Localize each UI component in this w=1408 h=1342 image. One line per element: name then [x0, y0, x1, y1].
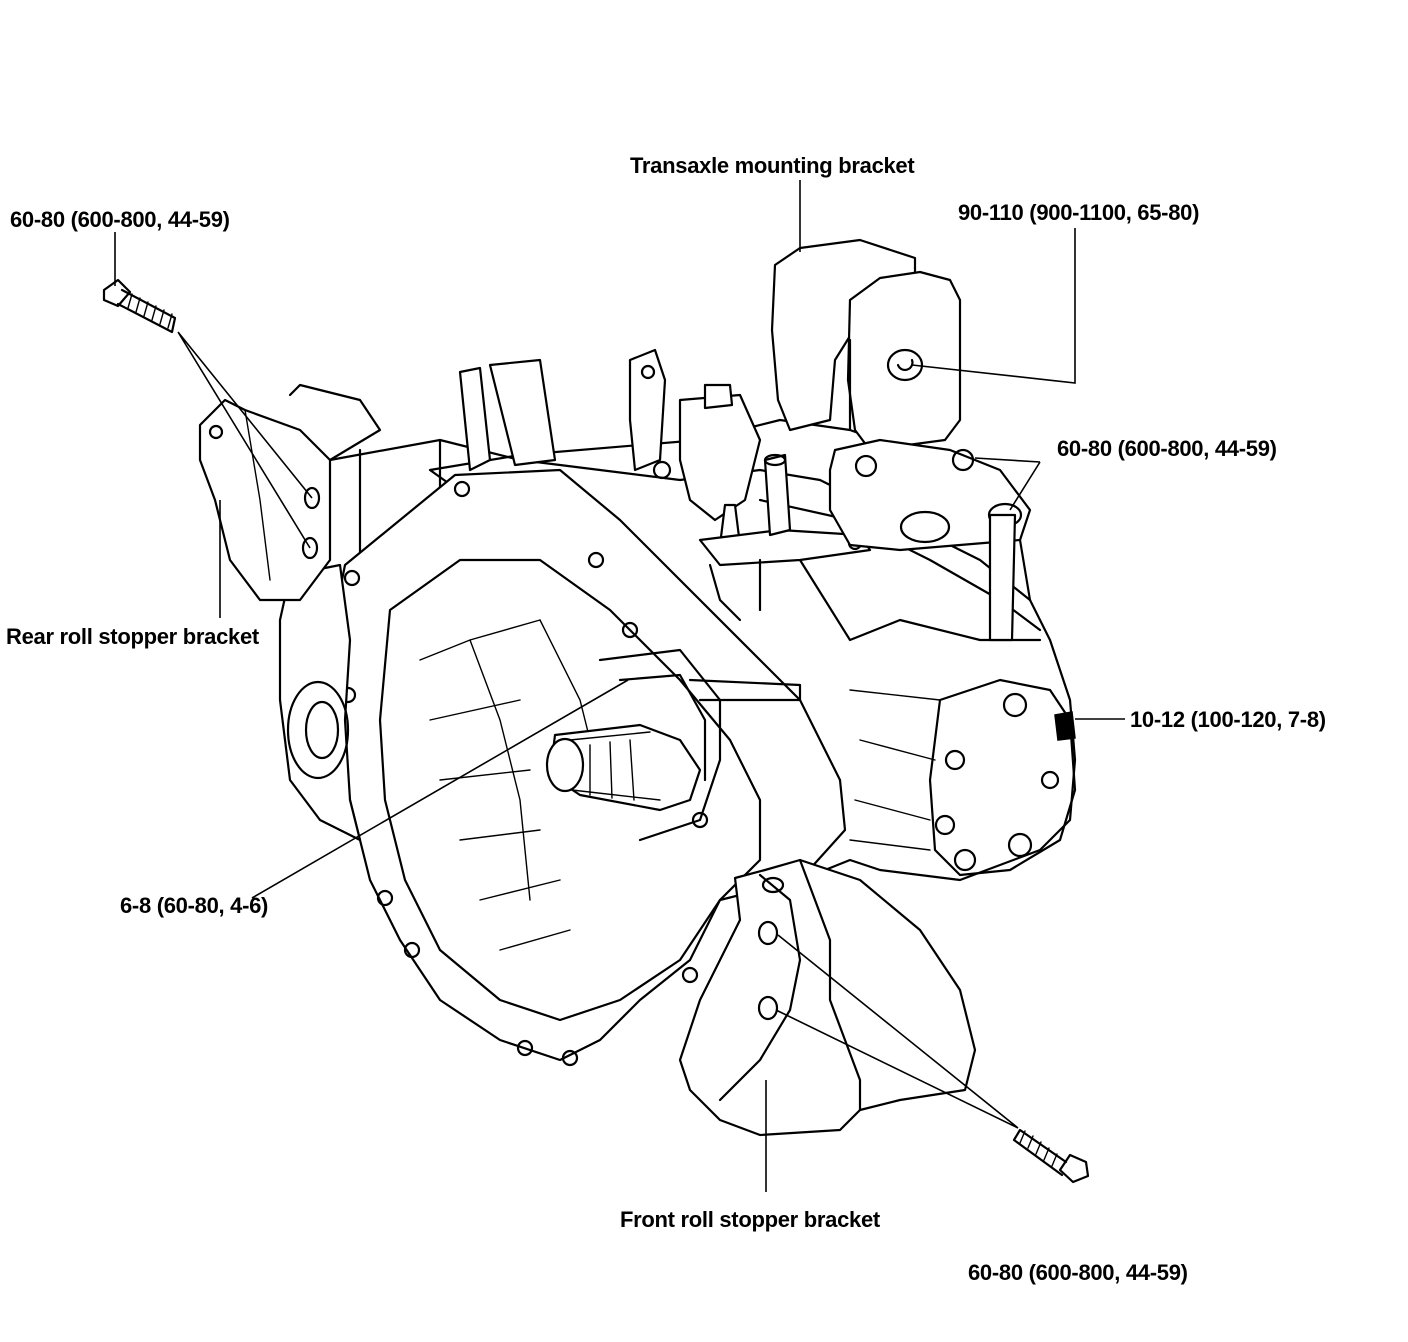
- shift-linkage: [458, 348, 872, 622]
- transaxle-assembly: [102, 238, 1090, 1184]
- label-torque-shaft-bolts: 6-8 (60-80, 4-6): [120, 893, 268, 918]
- rear-bracket-bolt: [102, 278, 177, 334]
- label-torque-front-bolt: 60-80 (600-800, 44-59): [968, 1260, 1188, 1285]
- label-rear-roll-stopper-bracket: Rear roll stopper bracket: [6, 624, 260, 649]
- transaxle-mounting-bracket: [770, 238, 1032, 642]
- callout-labels: Transaxle mounting bracket 90-110 (900-1…: [6, 153, 1326, 1285]
- label-torque-rear-bolt: 60-80 (600-800, 44-59): [10, 207, 230, 232]
- label-torque-mount-base-bolts: 60-80 (600-800, 44-59): [1057, 436, 1277, 461]
- label-torque-mounting-bracket-bolt: 90-110 (900-1100, 65-80): [958, 200, 1199, 225]
- front-roll-stopper-bracket: [678, 858, 977, 1137]
- leader-lines: [114, 180, 1125, 1192]
- label-front-roll-stopper-bracket: Front roll stopper bracket: [620, 1207, 881, 1232]
- label-torque-cover-bolts: 10-12 (100-120, 7-8): [1130, 707, 1326, 732]
- label-transaxle-mounting-bracket: Transaxle mounting bracket: [630, 153, 915, 178]
- front-bracket-bolt: [1012, 1128, 1090, 1184]
- input-shaft: [545, 648, 802, 842]
- rear-roll-stopper-bracket: [198, 383, 382, 602]
